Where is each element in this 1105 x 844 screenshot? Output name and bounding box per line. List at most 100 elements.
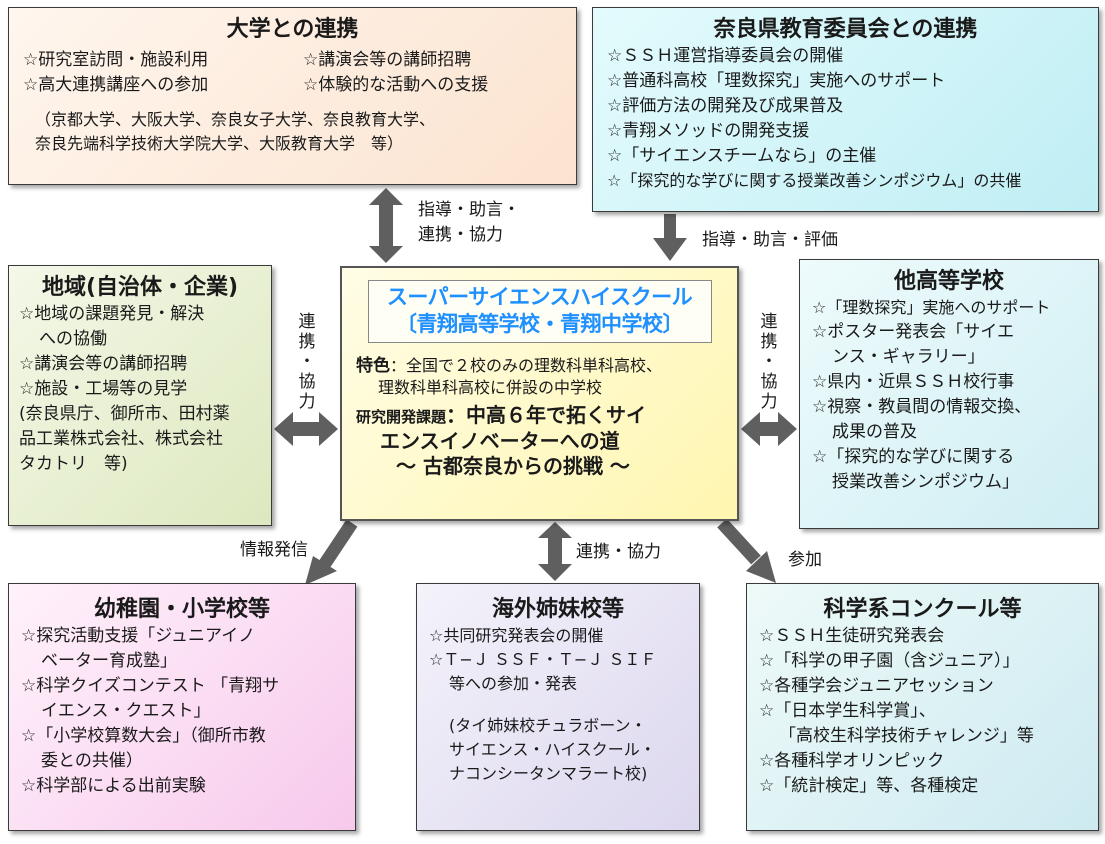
university-collaboration-box: 大学との連携 ☆研究室訪問・施設利用 ☆講演会等の講師招聘 ☆高大連携講座への参… bbox=[8, 7, 577, 185]
region-line: 品工業株式会社、株式会社 bbox=[19, 429, 223, 449]
region-line: タカトリ 等) bbox=[19, 454, 128, 474]
center-theme: 研究開発課題：中高６年で拓くサイ bbox=[356, 403, 723, 429]
kindergarten-line: ☆「小学校算数大会」（御所市教 bbox=[21, 726, 266, 746]
contests-line: ☆各種科学オリンピック bbox=[759, 751, 945, 771]
region-box: 地域(自治体・企業) ☆地域の課題発見・解決 への協働 ☆講演会等の講師招聘 ☆… bbox=[8, 265, 272, 526]
center-theme-label: 研究開発課題 bbox=[356, 408, 447, 426]
other-schools-line: ☆視察・教員間の情報交換、 bbox=[812, 397, 1032, 417]
kindergarten-line: 委との共催） bbox=[41, 751, 143, 771]
other-schools-line: ☆「探究的な学びに関する bbox=[812, 447, 1015, 467]
center-title-line-2: 〔青翔高等学校・青翔中学校〕 bbox=[396, 312, 684, 336]
kindergarten-line: ☆探究活動支援「ジュニアイノ bbox=[21, 626, 256, 646]
contests-line: ☆各種学会ジュニアセッション bbox=[759, 676, 994, 696]
nara-board-item: ☆「探究的な学びに関する授業改善シンポジウム」の共催 bbox=[607, 171, 1022, 190]
sister-schools-line: (タイ姉妹校チュラボーン・ bbox=[449, 716, 647, 735]
center-theme-text-3: ～ 古都奈良からの挑戦 ～ bbox=[396, 454, 630, 478]
contests-line: ☆「科学の甲子園（含ジュニア）」 bbox=[759, 651, 1020, 671]
region-label-char: 連 bbox=[298, 312, 316, 332]
center-title-box: スーパーサイエンスハイスクール 〔青翔高等学校・青翔中学校〕 bbox=[367, 280, 712, 343]
university-items: ☆研究室訪問・施設利用 ☆講演会等の講師招聘 ☆高大連携講座への参加 ☆体験的な… bbox=[23, 48, 562, 98]
nara-down-arrow bbox=[653, 214, 687, 261]
kindergarten-line: ベーター育成塾」 bbox=[41, 651, 177, 671]
university-item: ☆研究室訪問・施設利用 bbox=[23, 50, 209, 70]
univ-connector-label-2: 連携・協力 bbox=[418, 225, 503, 245]
center-theme-text-2: エンスイノベーターへの道 bbox=[380, 429, 620, 453]
sister-schools-line: ナコンシータンマラート校) bbox=[449, 764, 648, 783]
nara-board-item: ☆評価方法の開発及び成果普及 bbox=[607, 96, 844, 116]
other-schools-line: ンス・ギャラリー」 bbox=[832, 347, 985, 367]
kindergarten-line: ☆科学クイズコンテスト 「青翔サ bbox=[21, 676, 280, 696]
univ-connector-label-1: 指導・助言・ bbox=[418, 200, 520, 220]
university-note: （京都大学、大阪大学、奈良女子大学、奈良教育大学、 奈良先端科学技術大学院大学、… bbox=[23, 108, 562, 156]
kindergarten-line: ☆科学部による出前実験 bbox=[21, 776, 206, 796]
nara-connector-label: 指導・助言・評価 bbox=[702, 230, 838, 250]
other-label-char: 携 bbox=[760, 332, 778, 352]
region-line: ☆講演会等の講師招聘 bbox=[19, 354, 188, 374]
university-title: 大学との連携 bbox=[226, 17, 359, 42]
sister-schools-line: ☆共同研究発表会の開催 bbox=[429, 626, 604, 645]
region-line: (奈良県庁、御所市、田村薬 bbox=[19, 404, 230, 424]
other-schools-line: 成果の普及 bbox=[832, 422, 917, 442]
sister-schools-box: 海外姉妹校等 ☆共同研究発表会の開催 ☆Ｔ−Ｊ ＳＳＦ・Ｔ−Ｊ ＳＩＦ 等への参… bbox=[416, 583, 700, 831]
university-item: ☆体験的な活動への支援 bbox=[303, 75, 489, 95]
other-double-arrow bbox=[741, 412, 797, 446]
region-label-char: 協 bbox=[298, 372, 316, 392]
nara-board-item: ☆ＳＳＨ運営指導委員会の開催 bbox=[607, 46, 844, 66]
sister-double-arrow bbox=[538, 522, 572, 581]
center-feature-text: ：全国で２校のみの理数科単科高校、 bbox=[390, 356, 663, 375]
other-label-char: 連 bbox=[760, 312, 778, 332]
center-theme-text-1: ：中高６年で拓くサイ bbox=[446, 403, 647, 427]
center-title-line-1: スーパーサイエンスハイスクール bbox=[386, 285, 693, 309]
center-feature: 特色：全国で２校のみの理数科単科高校、 理数科単科高校に併設の中学校 bbox=[356, 355, 723, 399]
university-item: ☆高大連携講座への参加 bbox=[23, 75, 209, 95]
other-schools-box: 他高等学校 ☆「理数探究」実施へのサポート ☆ポスター発表会「サイエ ンス・ギャ… bbox=[799, 259, 1099, 529]
sister-schools-line: 等への参加・発表 bbox=[449, 674, 578, 693]
region-label-char: 携 bbox=[298, 332, 316, 352]
other-schools-title: 他高等学校 bbox=[893, 269, 1004, 294]
nara-board-item: ☆普通科高校「理数探究」実施へのサポート bbox=[607, 71, 946, 91]
nara-board-title: 奈良県教育委員会との連携 bbox=[713, 17, 978, 42]
contests-title: 科学系コンクール等 bbox=[823, 597, 1022, 622]
contests-line: ☆ＳＳＨ生徒研究発表会 bbox=[759, 626, 945, 646]
contest-connector-label: 参加 bbox=[788, 550, 822, 570]
kindergarten-title: 幼稚園・小学校等 bbox=[93, 597, 270, 622]
kinder-connector-label: 情報発信 bbox=[240, 540, 308, 560]
kinder-arrow bbox=[305, 519, 358, 585]
other-schools-line: ☆ポスター発表会「サイエ bbox=[812, 322, 1015, 342]
other-connector-label: 連 携 ・ 協 力 bbox=[759, 312, 779, 412]
center-feature-text-2: 理数科単科高校に併設の中学校 bbox=[378, 378, 603, 397]
univ-double-arrow bbox=[369, 188, 403, 263]
nara-board-box: 奈良県教育委員会との連携 ☆ＳＳＨ運営指導委員会の開催 ☆普通科高校「理数探究」… bbox=[592, 7, 1099, 212]
sister-connector-label: 連携・協力 bbox=[576, 542, 661, 562]
university-item: ☆講演会等の講師招聘 bbox=[303, 50, 472, 70]
region-label-char: 力 bbox=[298, 392, 316, 412]
nara-board-item: ☆「サイエンスチームなら」の主催 bbox=[607, 146, 877, 166]
kindergarten-line: イエンス・クエスト」 bbox=[41, 701, 211, 721]
other-label-char: 力 bbox=[760, 392, 778, 412]
other-schools-line: ☆「理数探究」実施へのサポート bbox=[812, 298, 1051, 317]
region-connector-label: 連 携 ・ 協 力 bbox=[297, 312, 317, 412]
center-school-box: スーパーサイエンスハイスクール 〔青翔高等学校・青翔中学校〕 特色：全国で２校の… bbox=[340, 266, 739, 521]
region-line: ☆地域の課題発見・解決 bbox=[19, 304, 205, 324]
sister-schools-line: ☆Ｔ−Ｊ ＳＳＦ・Ｔ−Ｊ ＳＩＦ bbox=[429, 650, 657, 669]
university-note-line: 奈良先端科学技術大学院大学、大阪教育大学 等） bbox=[35, 134, 404, 153]
region-double-arrow bbox=[274, 412, 338, 446]
region-line: ☆施設・工場等の見学 bbox=[19, 379, 188, 399]
sister-schools-line: サイエンス・ハイスクール・ bbox=[449, 740, 656, 759]
other-schools-line: ☆県内・近県ＳＳＨ校行事 bbox=[812, 372, 1015, 392]
other-label-char: ・ bbox=[760, 352, 778, 372]
sister-schools-spacer bbox=[429, 696, 687, 714]
contests-line: ☆「統計検定」等、各種検定 bbox=[759, 776, 979, 796]
sister-schools-title: 海外姉妹校等 bbox=[491, 597, 624, 622]
nara-board-item: ☆青翔メソッドの開発支援 bbox=[607, 121, 810, 141]
contests-line: 「高校生科学技術チャレンジ」等 bbox=[779, 726, 1034, 746]
other-schools-line: 授業改善シンポジウム」 bbox=[832, 472, 1019, 492]
kindergarten-box: 幼稚園・小学校等 ☆探究活動支援「ジュニアイノ ベーター育成塾」 ☆科学クイズコ… bbox=[8, 583, 356, 831]
other-label-char: 協 bbox=[760, 372, 778, 392]
region-title: 地域(自治体・企業) bbox=[41, 275, 239, 300]
center-feature-label: 特色 bbox=[356, 356, 390, 376]
university-note-line: （京都大学、大阪大学、奈良女子大学、奈良教育大学、 bbox=[35, 110, 436, 129]
science-contests-box: 科学系コンクール等 ☆ＳＳＨ生徒研究発表会 ☆「科学の甲子園（含ジュニア）」 ☆… bbox=[746, 583, 1099, 831]
region-label-char: ・ bbox=[298, 352, 316, 372]
